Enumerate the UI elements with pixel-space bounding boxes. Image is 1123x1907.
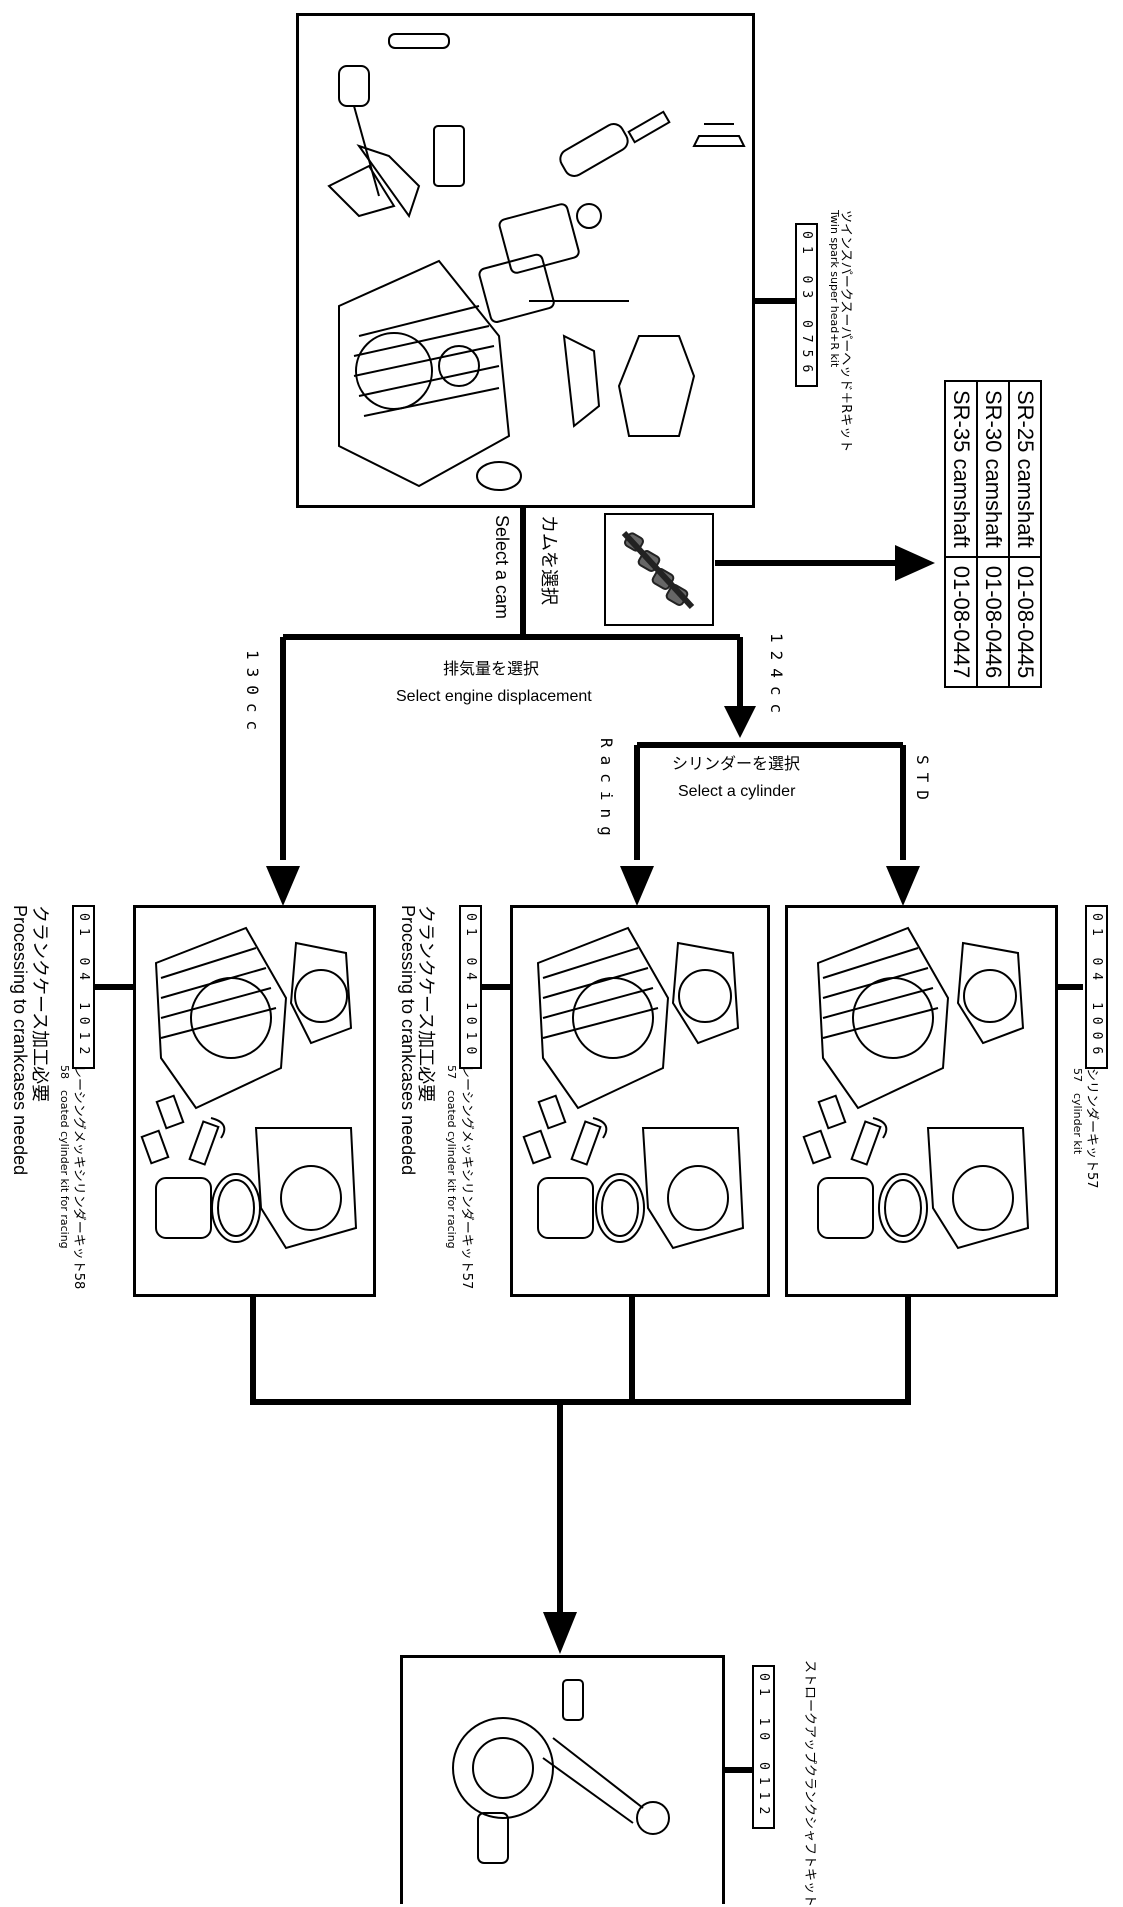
kit-130-name-en: 58 coated cylinder kit for racing bbox=[58, 1065, 71, 1249]
select-cam-en: Select a cam bbox=[492, 515, 512, 620]
kit-racing-124-name-jp: レーシングメッキシリンダーキット57 bbox=[459, 1065, 474, 1290]
kit-std-124-box bbox=[785, 905, 1058, 1297]
kit-130-box bbox=[133, 905, 376, 1297]
kit-racing-124-note-en: Processing to crankcases needed bbox=[398, 905, 418, 1176]
kit-racing-124-code: 01 04 1010 bbox=[459, 905, 482, 1070]
table-row: SR-25 camshaft 01-08-0445 bbox=[1009, 381, 1041, 688]
displacement-124cc: 124cc bbox=[767, 633, 786, 722]
cam-code: 01-08-0445 bbox=[1009, 556, 1041, 688]
camshaft-table: SR-25 camshaft 01-08-0445 SR-30 camshaft… bbox=[944, 380, 1042, 688]
crankshaft-illustration bbox=[452, 1679, 670, 1864]
kit-130-note-jp: クランクケース加工必要 bbox=[30, 905, 50, 1103]
cylinder-title-jp: シリンダーを選択 bbox=[672, 756, 801, 773]
table-row: SR-30 camshaft 01-08-0446 bbox=[977, 381, 1009, 688]
kit-130-note-en: Processing to crankcases needed bbox=[10, 905, 30, 1176]
cylinder-racing: Racing bbox=[597, 738, 616, 844]
cam-code: 01-08-0446 bbox=[977, 556, 1009, 688]
kit-std-124-name-jp: シリンダーキット57 bbox=[1084, 1068, 1099, 1189]
cylinder-kit-illustration bbox=[140, 926, 358, 1250]
cam-name: SR-30 camshaft bbox=[977, 381, 1009, 557]
crank-kit-box bbox=[400, 1655, 725, 1904]
crank-kit-code: 01 10 0112 bbox=[752, 1665, 775, 1830]
camshaft-photo bbox=[604, 513, 714, 626]
kit-racing-124-box bbox=[510, 905, 770, 1297]
head-kit-name-en: Twin spark super head+R kit bbox=[828, 210, 841, 368]
cam-code: 01-08-0447 bbox=[945, 556, 977, 688]
select-cam-jp: カムを選択 bbox=[539, 515, 559, 605]
crank-kit-name-jp: ストロークアップクランクシャフトキット bbox=[802, 1660, 817, 1907]
kit-130-code: 01 04 1012 bbox=[72, 905, 95, 1070]
kit-std-124-code: 01 04 1006 bbox=[1085, 905, 1108, 1070]
head-kit-illustration bbox=[327, 33, 746, 491]
kit-130-name-jp: レーシングメッキシリンダーキット58 bbox=[71, 1065, 86, 1290]
displacement-title-jp: 排気量を選択 bbox=[443, 661, 540, 678]
head-kit-box bbox=[296, 13, 755, 508]
cylinder-kit-illustration bbox=[522, 926, 745, 1250]
head-kit-code: 01 03 0756 bbox=[795, 223, 818, 388]
displacement-130cc: 130cc bbox=[243, 650, 262, 739]
cylinder-kit-illustration bbox=[802, 926, 1030, 1250]
camshaft-icon bbox=[621, 530, 695, 610]
cylinder-title-en: Select a cylinder bbox=[678, 783, 796, 800]
displacement-title-en: Select engine displacement bbox=[396, 688, 592, 705]
kit-racing-124-name-en: 57 coated cylinder kit for racing bbox=[445, 1065, 458, 1249]
table-row: SR-35 camshaft 01-08-0447 bbox=[945, 381, 977, 688]
kit-std-124-name-en: 57 cylinder kit bbox=[1071, 1068, 1084, 1155]
cylinder-std: STD bbox=[913, 755, 932, 808]
cam-name: SR-35 camshaft bbox=[945, 381, 977, 557]
cam-name: SR-25 camshaft bbox=[1009, 381, 1041, 557]
